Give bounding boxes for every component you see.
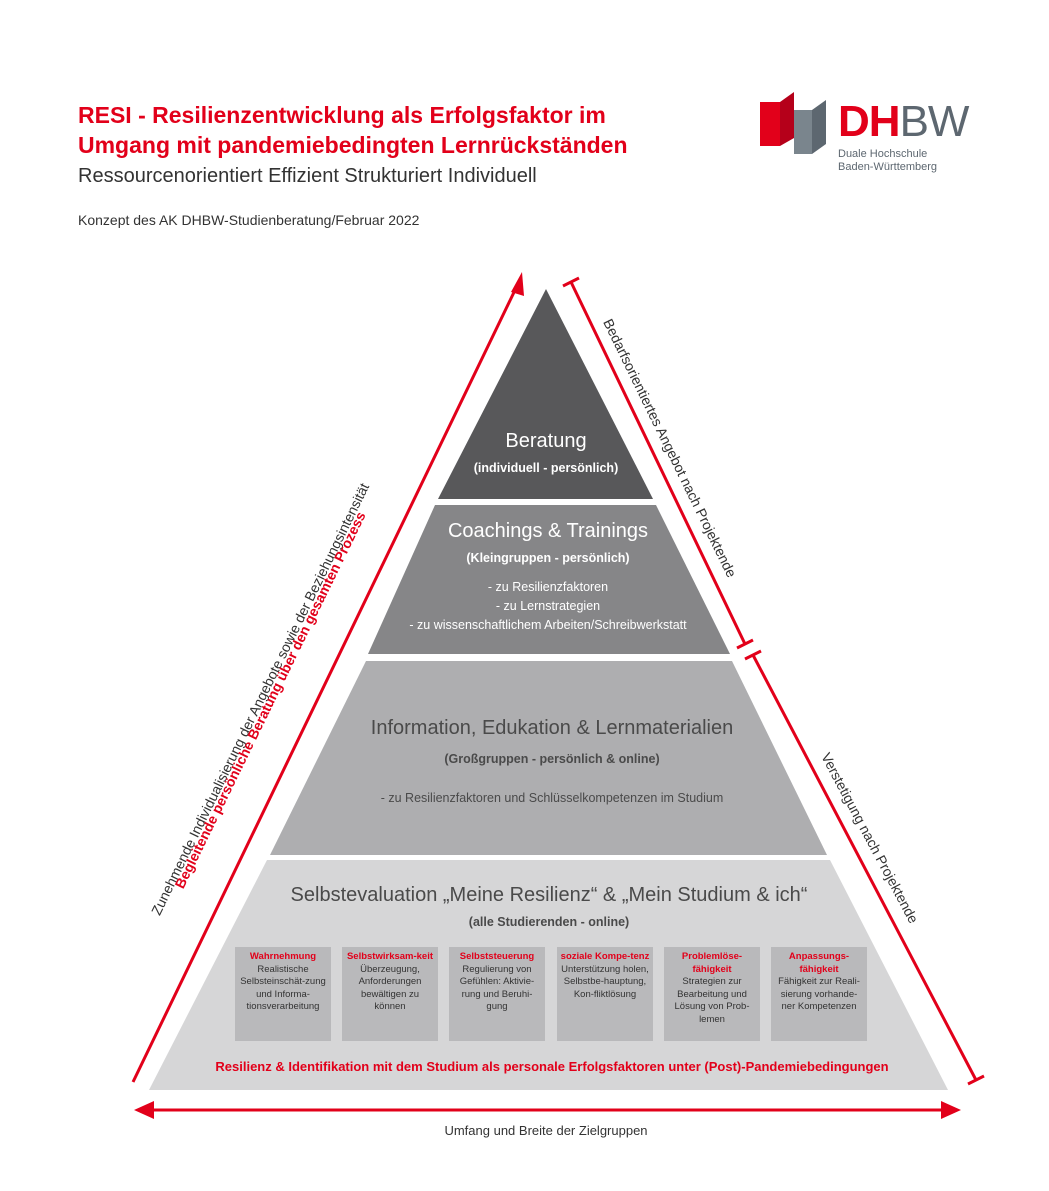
factor-box-anpassungsfaehigkeit: Anpassungs-fähigkeit Fähigkeit zur Reali… [771,947,867,1041]
level-2-item-3: - zu wissenschaftlichem Arbeiten/Schreib… [409,618,687,632]
title-line-1: RESI - Resilienzentwicklung als Erfolgsf… [78,102,606,128]
level-4-footer: Resilienz & Identifikation mit dem Studi… [215,1059,889,1074]
factor-title: soziale Kompe-tenz [560,951,650,962]
factor-title: Selbstwirksam-keit [346,951,434,962]
page-subtitle: Ressourcenorientiert Effizient Strukturi… [78,165,537,187]
concept-note: Konzept des AK DHBW-Studienberatung/Febr… [78,212,420,228]
factor-box-wahrnehmung: Wahrnehmung Realistische Selbsteinschät-… [235,947,331,1041]
level-2-item-2: - zu Lernstrategien [495,599,601,613]
right-lower-bracket [751,654,978,1081]
left-arrow-head [511,272,524,296]
factor-title: Problemlöse-fähigkeit [681,951,743,975]
factor-box-soziale-kompetenz: soziale Kompe-tenz Unterstützung holen, … [557,947,653,1041]
level-3-subtitle: (Großgruppen - persönlich & online) [444,752,660,766]
level-3-item: - zu Resilienzfaktoren und Schlüsselkomp… [380,791,724,805]
factor-text: Überzeugung, Anforderungen bewältigen zu… [358,963,422,1013]
pyramid-level-3 [270,661,827,855]
level-2-subtitle: (Kleingruppen - persönlich) [466,551,630,565]
level-1-subtitle: (individuell - persönlich) [473,461,619,475]
factor-box-selbstwirksamkeit: Selbstwirksam-keit Überzeugung, Anforder… [342,947,438,1041]
logo-subline-1: Duale Hochschule [838,148,928,160]
logo-subline-2: Baden-Württemberg [838,161,938,173]
level-2-title: Coachings & Trainings [447,520,649,542]
level-4-subtitle: (alle Studierenden - online) [468,915,630,929]
title-line-2: Umgang mit pandemiebedingten Lernrückstä… [78,132,628,158]
factor-text: Fähigkeit zur Reali-sierung vorhande-ner… [778,976,860,1012]
factor-box-problemloesefaehigkeit: Problemlöse-fähigkeit Strategien zur Bea… [664,947,760,1041]
level-1-title: Beratung [505,430,587,452]
factor-text: Realistische Selbsteinschät-zung und Inf… [240,963,326,1013]
right-upper-bracket [569,281,747,645]
bottom-axis-label: Umfang und Breite der Zielgruppen [444,1123,648,1138]
factor-box-selbststeuerung: Selbststeuerung Regulierung von Gefühlen… [449,947,545,1041]
pyramid-level-2 [368,505,730,654]
left-arrow [131,285,519,1083]
logo-wordmark: DHBW [838,97,969,146]
level-3-title: Information, Edukation & Lernmaterialien [370,717,734,739]
dhbw-logo-icon [760,92,826,154]
factor-title: Wahrnehmung [249,951,317,962]
factor-title: Selbststeuerung [459,951,535,962]
pyramid-level-1 [438,289,653,499]
page-title: RESI - Resilienzentwicklung als Erfolgsf… [78,100,628,160]
factor-text: Strategien zur Bearbeitung und Lösung vo… [674,976,750,1025]
factor-text: Unterstützung holen, Selbstbe-hauptung, … [561,963,649,1000]
level-4-title: Selbstevaluation „Meine Resilienz“ & „Me… [290,884,808,906]
level-2-item-1: - zu Resilienzfaktoren [487,580,609,594]
factor-title: Anpassungs-fähigkeit [788,951,850,975]
factor-text: Regulierung von Gefühlen: Aktivie-rung u… [459,963,535,1013]
dhbw-logo: DHBW Duale Hochschule Baden-Württemberg [838,97,969,174]
